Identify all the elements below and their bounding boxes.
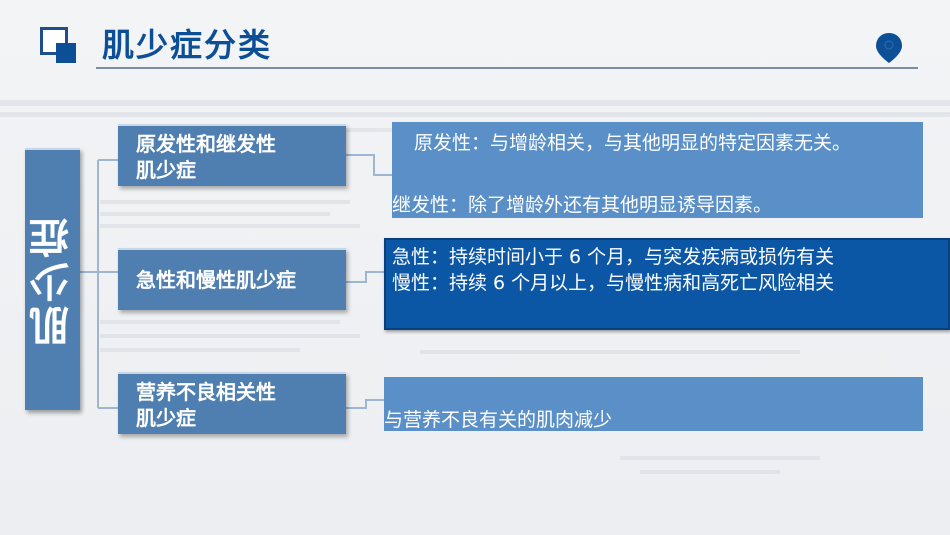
category-label-line2: 肌少症 <box>136 406 196 430</box>
category-primary-secondary: 原发性和继发性 肌少症 <box>118 124 346 186</box>
description-line2: 慢性：持续 6 个月以上，与慢性病和高死亡风险相关 <box>392 272 835 294</box>
description-malnutrition: 与营养不良有关的肌肉减少 <box>384 377 923 431</box>
description-acute-chronic: 急性：持续时间小于 6 个月，与突发疾病或损伤有关 慢性：持续 6 个月以上，与… <box>384 238 950 330</box>
category-label: 急性和慢性肌少症 <box>136 268 296 292</box>
category-acute-chronic: 急性和慢性肌少症 <box>118 248 346 310</box>
page-title: 肌少症分类 <box>102 26 273 64</box>
title-divider <box>96 67 918 69</box>
description-line1: 与营养不良有关的肌肉减少 <box>384 409 613 431</box>
description-line1: 急性：持续时间小于 6 个月，与突发疾病或损伤有关 <box>392 246 835 268</box>
logo-square-icon <box>40 27 80 63</box>
description-line2: 继发性：除了增龄外还有其他明显诱导因素。 <box>392 194 773 216</box>
category-label-line2: 肌少症 <box>136 158 196 182</box>
main-category-box: 肌少症 <box>25 148 80 410</box>
description-primary-secondary: 原发性：与增龄相关，与其他明显的特定因素无关。 继发性：除了增龄外还有其他明显诱… <box>392 122 923 218</box>
main-category-label: 肌少症 <box>29 214 76 346</box>
description-line1: 原发性：与增龄相关，与其他明显的特定因素无关。 <box>414 132 852 154</box>
category-malnutrition: 营养不良相关性 肌少症 <box>118 372 346 434</box>
location-pin-icon <box>876 33 902 63</box>
category-label-line1: 原发性和继发性 <box>136 132 276 156</box>
category-label-line1: 营养不良相关性 <box>136 380 276 404</box>
